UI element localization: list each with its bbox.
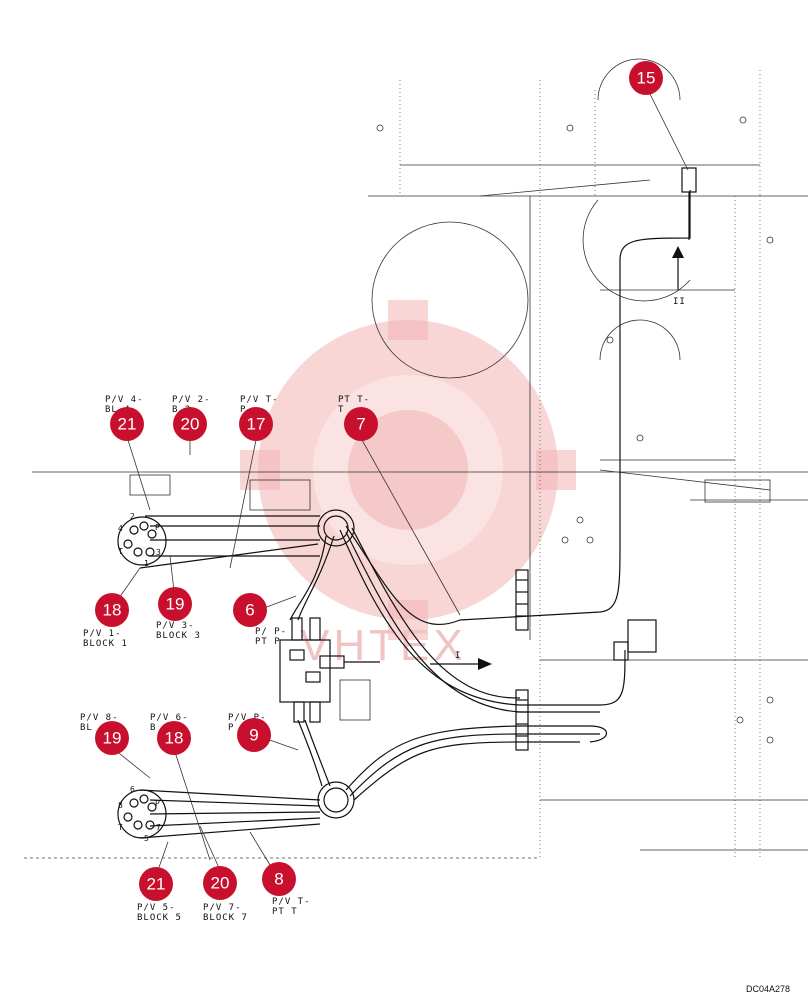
watermark-text: VHTEX [300,621,467,670]
svg-text:15: 15 [637,69,656,88]
port-label: P [155,523,160,532]
port-labels-lower: 6 8 P T 7 5 [118,785,161,843]
callout-20: 20 [173,407,207,441]
label-pv4-block4: P/V 4-BL 4 [105,395,144,415]
label-pvt-ptt: P/V T-PT T [272,897,311,917]
callout-7: 7 [344,407,378,441]
view-arrow-I: I [430,651,492,670]
machine-frame [24,58,808,860]
callout-19b: 19 [95,721,129,755]
svg-text:21: 21 [147,875,166,894]
port-labels-upper: 2 4 P T 3 1 [118,512,161,568]
bulkhead-upper [317,509,355,547]
port-label: 3 [156,548,161,557]
bulkhead-lower [317,781,355,819]
port-block-upper [117,516,167,566]
valve-block [279,617,380,723]
view-marker: I [455,651,461,661]
svg-text:9: 9 [249,726,258,745]
label-pv3-block3: P/V 3-BLOCK 3 [156,621,201,641]
svg-text:7: 7 [356,415,365,434]
label-pvp-ptp: P/ P-PT P [255,627,287,647]
port-label: T [118,547,123,556]
label-pv8-block8: P/V 8-BL [80,713,119,733]
callout-15: 15 [629,61,663,95]
watermark-gear-logo [240,300,576,640]
svg-text:18: 18 [103,601,122,620]
drawing-id: DC04A278 [745,984,790,994]
callout-21b: 21 [139,867,173,901]
callouts: 15 21 20 17 7 18 19 6 19 18 9 21 20 8 [95,61,663,901]
callout-21: 21 [110,407,144,441]
svg-text:17: 17 [247,415,266,434]
svg-text:20: 20 [211,874,230,893]
callout-17: 17 [239,407,273,441]
svg-text:8: 8 [274,870,283,889]
port-label: 8 [118,801,123,810]
label-pvt-p: P/V T-P [240,395,279,415]
svg-text:18: 18 [165,729,184,748]
hose-bundle-upper [139,190,691,713]
port-label: P [155,799,160,808]
callout-19: 19 [158,587,192,621]
port-label: 1 [144,559,149,568]
view-marker: II [673,297,686,307]
svg-text:19: 19 [103,729,122,748]
callout-18b: 18 [157,721,191,755]
label-pvp-p: P/V P-P [228,713,267,733]
hose-clamps [515,569,529,751]
leader-lines [111,89,689,871]
callout-20b: 20 [203,866,237,900]
right-fitting [613,167,697,661]
label-pv6-block6: P/V 6-B 6 [150,713,189,733]
port-label: 7 [156,823,161,832]
callout-8: 8 [262,862,296,896]
callout-9: 9 [237,718,271,752]
port-label: 5 [144,834,149,843]
port-label: T [118,823,123,832]
port-label: 2 [130,512,135,521]
svg-text:19: 19 [166,595,185,614]
callout-18: 18 [95,593,129,627]
label-pv5-block5: P/V 5-BLOCK 5 [137,903,182,923]
svg-text:20: 20 [181,415,200,434]
port-label: 6 [130,785,135,794]
svg-text:21: 21 [118,415,137,434]
port-label: 4 [118,524,123,533]
view-arrow-II: II [672,246,686,307]
port-block-lower [117,789,167,839]
hose-bundle-lower [139,719,608,839]
svg-text:6: 6 [245,601,254,620]
part-labels: P/V 4-BL 4 P/V 2-B 2 P/V T-P PT T-T P/V … [80,395,370,923]
label-pv1-block1: P/V 1-BLOCK 1 [83,629,128,649]
callout-6: 6 [233,593,267,627]
label-ptt-t: PT T-T [338,395,370,415]
label-pv7-block7: P/V 7-BLOCK 7 [203,903,248,923]
